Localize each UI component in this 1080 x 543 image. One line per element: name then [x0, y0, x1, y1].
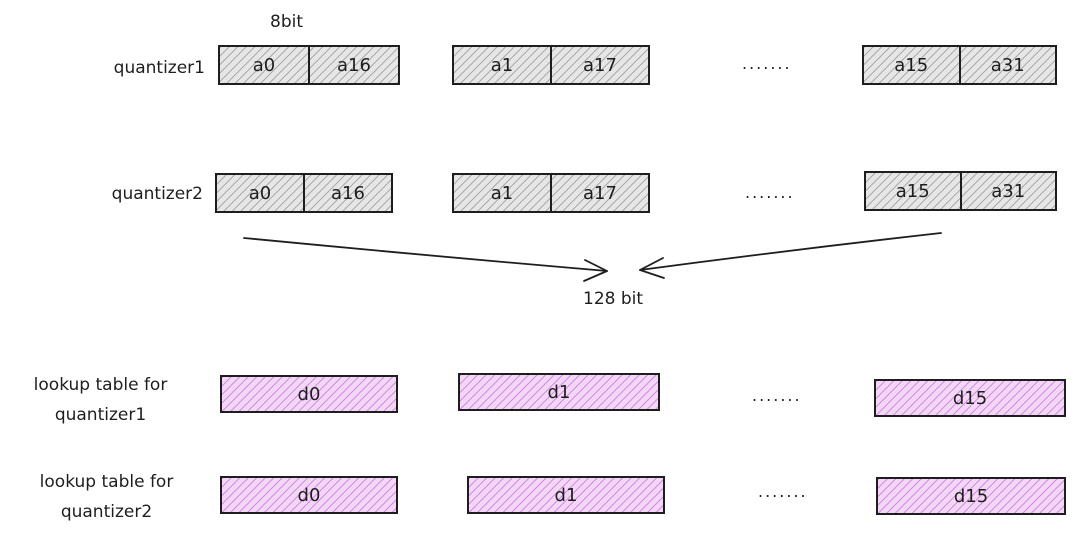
- lookup-cell: d0: [297, 484, 321, 506]
- lookup-table-2-label: lookup table for quantizer2: [39, 472, 174, 522]
- register-group-2: a1 a17: [452, 45, 650, 85]
- register-group-1: a0 a16: [215, 173, 393, 213]
- register-cell: a31: [958, 47, 1056, 83]
- lookup-entry-d0: d0: [220, 375, 398, 413]
- register-cell: a15: [894, 54, 929, 76]
- register-group-1: a0 a16: [218, 45, 400, 85]
- merge-label: 128 bit: [583, 289, 644, 309]
- ellipsis: .......: [758, 482, 808, 501]
- ellipsis: .......: [745, 183, 795, 202]
- register-group-2: a1 a17: [452, 173, 650, 213]
- register-cell: a17: [550, 47, 648, 83]
- ellipsis: .......: [752, 386, 802, 405]
- lookup-entry-d1: d1: [458, 373, 660, 411]
- left-arrow-shaft: [243, 237, 608, 272]
- lookup-cell: d1: [547, 381, 571, 403]
- right-arrow-head: [639, 257, 665, 279]
- register-cell: a16: [308, 47, 398, 83]
- lookup-entry-d1: d1: [467, 476, 665, 514]
- lookup-entry-d15: d15: [874, 379, 1066, 417]
- lookup-entry-d15: d15: [876, 477, 1066, 515]
- left-arrow-head: [583, 259, 608, 282]
- lookup-cell: d15: [953, 485, 989, 507]
- lookup-table-1-label: lookup table for quantizer1: [33, 375, 168, 425]
- quantizer1-label: quantizer1: [113, 58, 205, 78]
- quantizer2-label: quantizer2: [111, 184, 203, 204]
- right-arrow-shaft: [639, 232, 942, 271]
- register-cell: a31: [959, 173, 1056, 209]
- lookup-cell: d1: [554, 484, 578, 506]
- register-group-3: a15 a31: [864, 171, 1057, 211]
- register-cell: a1: [490, 182, 514, 204]
- register-cell: a1: [490, 54, 514, 76]
- register-cell: a17: [550, 175, 648, 211]
- lookup-cell: d15: [952, 387, 988, 409]
- register-cell: a15: [895, 180, 930, 202]
- register-cell: a0: [252, 54, 276, 76]
- lookup-entry-d0: d0: [220, 476, 398, 514]
- bit-width-label: 8bit: [270, 12, 303, 32]
- register-group-3: a15 a31: [862, 45, 1057, 85]
- register-cell: a0: [248, 182, 272, 204]
- lookup-cell: d0: [297, 383, 321, 405]
- register-cell: a16: [303, 175, 391, 211]
- ellipsis: .......: [742, 54, 792, 73]
